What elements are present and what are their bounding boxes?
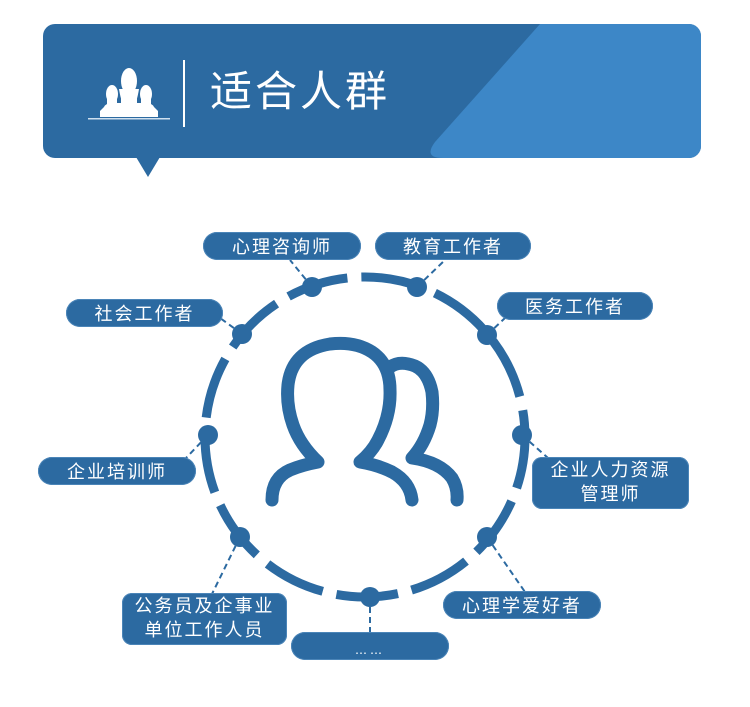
audience-label-more: …… (291, 632, 449, 660)
section-header: 适合人群 (43, 24, 701, 158)
node-counselor (302, 277, 322, 297)
group-people-icon (88, 68, 170, 120)
node-corporate-trainer (198, 425, 218, 445)
header-pointer (136, 157, 160, 177)
label-text: 教育工作者 (403, 237, 503, 258)
node-civil-servant (230, 527, 250, 547)
node-social-worker (232, 324, 252, 344)
ring (200, 272, 530, 602)
audience-label-corporate-trainer: 企业培训师 (38, 457, 196, 485)
audience-label-hr-manager: 企业人力资源 管理师 (532, 457, 689, 509)
label-text: 企业培训师 (67, 462, 167, 483)
node-more (360, 587, 380, 607)
audience-label-medical-worker: 医务工作者 (497, 292, 653, 320)
node-hr-manager (512, 425, 532, 445)
node-psychology-enthusiast (477, 527, 497, 547)
audience-label-civil-servant: 公务员及企事业 单位工作人员 (122, 593, 287, 645)
label-text-line2: 单位工作人员 (144, 620, 265, 641)
header-accent-panel (430, 24, 701, 158)
label-text: 医务工作者 (525, 297, 625, 318)
label-text: 社会工作者 (94, 304, 195, 325)
audience-label-social-worker: 社会工作者 (66, 299, 223, 327)
label-text: …… (355, 643, 385, 657)
audience-label-educator: 教育工作者 (375, 232, 531, 260)
header-divider (183, 60, 185, 127)
label-text-line2: 管理师 (580, 484, 641, 505)
page-title: 适合人群 (210, 67, 391, 116)
audience-label-counselor: 心理咨询师 (203, 232, 361, 260)
two-people-outline-icon (265, 336, 464, 507)
label-text: 心理咨询师 (232, 237, 332, 258)
node-educator (407, 277, 427, 297)
label-text: 心理学爱好者 (462, 596, 582, 617)
label-text-line1: 公务员及企事业 (134, 596, 275, 617)
node-medical-worker (477, 325, 497, 345)
audience-label-psychology-enthusiast: 心理学爱好者 (443, 591, 601, 619)
label-text-line1: 企业人力资源 (550, 460, 671, 481)
